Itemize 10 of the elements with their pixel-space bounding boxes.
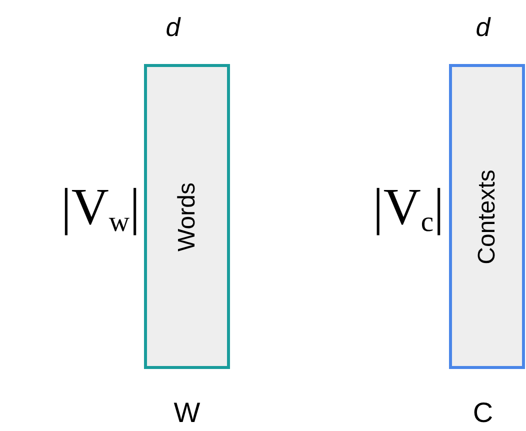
matrix-name: C (472, 396, 494, 430)
dimension-label: d (476, 11, 490, 44)
matrix-rectangle (449, 64, 525, 369)
matrix-label: Contexts (472, 169, 501, 264)
dimension-label: d (166, 11, 180, 44)
matrix-rectangle (144, 64, 230, 369)
matrix-name: W (174, 396, 200, 430)
vocabulary-size-label: |V$_{c}$| (372, 182, 444, 234)
vocabulary-size-label: |V$_{w}$| (60, 182, 140, 234)
matrix-label: Words (172, 182, 201, 251)
